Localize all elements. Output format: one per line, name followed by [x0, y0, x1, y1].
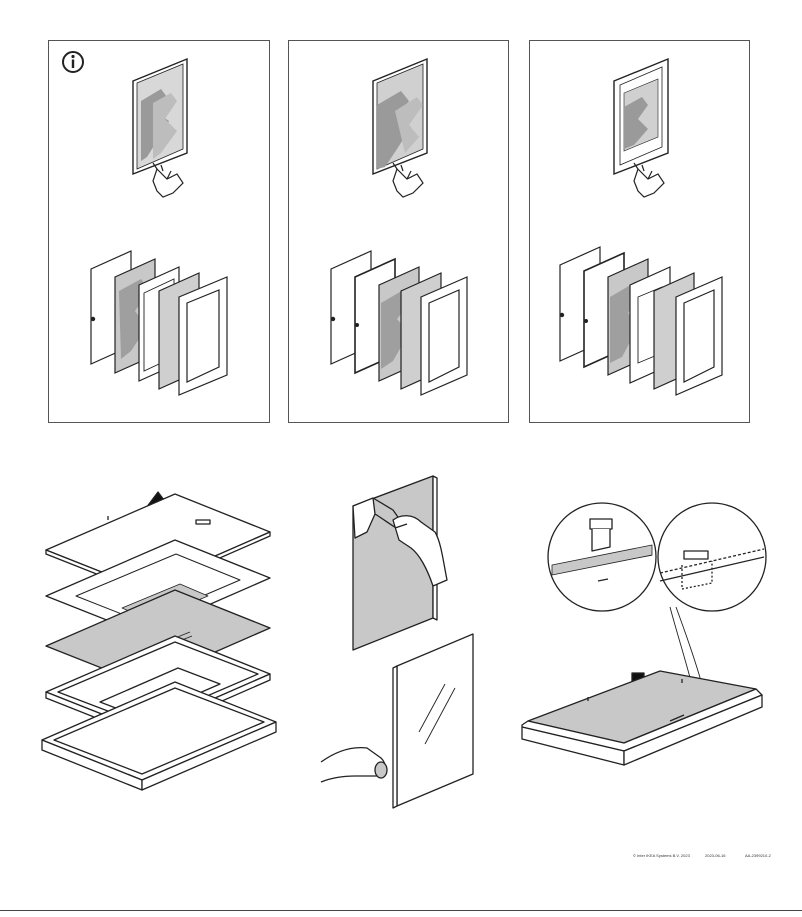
picture-frame-icon: [613, 57, 669, 176]
panel-illustration: [62, 51, 228, 396]
hand-icon: [392, 515, 448, 587]
exploded-layers: [330, 250, 468, 396]
step-remove-back-illustration: [30, 480, 280, 800]
copyright-text: © Inter IKEA Systems B.V. 2023: [633, 853, 690, 858]
exploded-layers: [90, 250, 228, 396]
option-panel-frame-small-picture: [529, 40, 750, 423]
exploded-layers: [559, 246, 723, 396]
step-illustration: [320, 475, 474, 809]
hand-icon: [152, 162, 184, 198]
step-insert-back-illustration: [520, 495, 785, 785]
step-peel-protective-film-illustration: [315, 470, 490, 815]
hand-icon: [633, 162, 665, 198]
step-illustration: [521, 502, 767, 766]
panel-illustration: [559, 57, 723, 396]
document-date: 2023-06-16: [705, 853, 726, 858]
article-number: AA-2399210-2: [745, 853, 771, 858]
glass-sheet: [392, 633, 474, 809]
outer-frame: [41, 681, 277, 791]
info-icon: [62, 51, 84, 73]
detail-magnifier-left: [547, 502, 657, 612]
picture-frame-icon: [372, 57, 428, 176]
step-illustration: [41, 491, 277, 791]
option-panel-frame-full-picture: [288, 40, 509, 423]
option-panel-frame-with-mat: [48, 40, 270, 423]
hand-icon: [320, 746, 388, 783]
detail-magnifier-right: [657, 502, 767, 612]
back-board-on-frame: [521, 670, 763, 766]
hand-icon: [392, 162, 424, 198]
panel-illustration: [330, 57, 468, 396]
bottom-divider: [0, 910, 802, 911]
picture-frame-icon: [132, 57, 188, 176]
